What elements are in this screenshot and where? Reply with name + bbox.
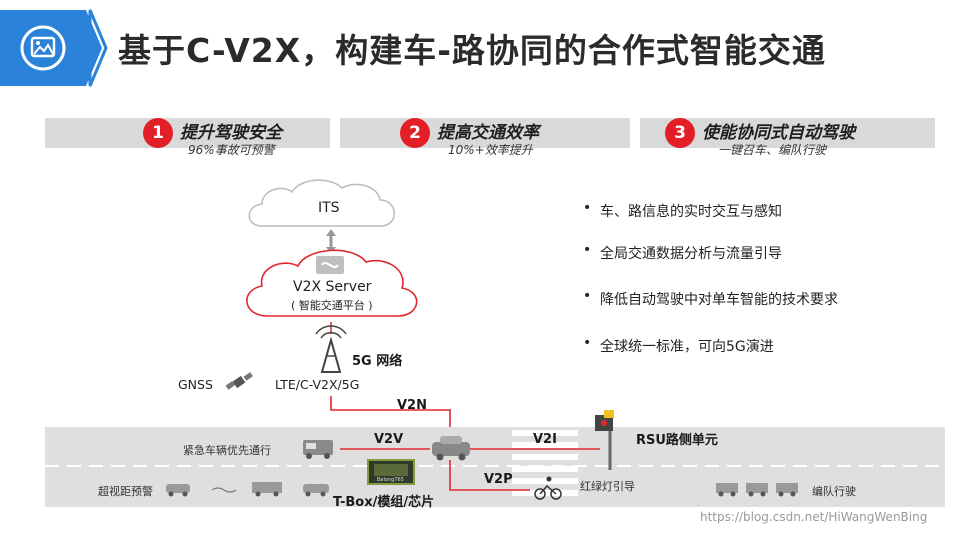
platoon-driving-label: 编队行驶: [812, 483, 856, 499]
bullet-dot-4: •: [583, 335, 591, 351]
v2x-server-label: V2X Server: [293, 279, 371, 295]
v2n-label: V2N: [397, 398, 427, 413]
traffic-light-guidance-label: 红绿灯引导: [580, 478, 635, 494]
lte-label: LTE/C-V2X/5G: [275, 377, 359, 392]
rsu-label: RSU路侧单元: [636, 429, 718, 448]
v2x-server-sublabel: ( 智能交通平台 ): [291, 297, 373, 313]
gnss-label: GNSS: [178, 377, 213, 392]
emergency-priority-label: 紧急车辆优先通行: [183, 442, 271, 458]
bullet-4: 全球统一标准，可向5G演进: [600, 336, 774, 356]
bullet-2: 全局交通数据分析与流量引导: [600, 243, 782, 263]
bullet-3: 降低自动驾驶中对单车智能的技术要求: [600, 289, 838, 309]
bullet-dot-3: •: [583, 288, 591, 304]
bullet-dot-2: •: [583, 242, 591, 258]
satellite-icon: [226, 372, 253, 390]
network-label: 5G 网络: [352, 350, 402, 369]
watermark-text: https://blog.csdn.net/HiWangWenBing: [700, 510, 927, 524]
v2v-label: V2V: [374, 432, 403, 447]
tbox-label: T-Box/模组/芯片: [333, 491, 434, 510]
bullet-dot-1: •: [583, 200, 591, 216]
beyond-sight-warning-label: 超视距预警: [98, 483, 153, 499]
chip-text: Balong765: [377, 477, 404, 483]
bullet-1: 车、路信息的实时交互与感知: [600, 201, 782, 221]
v2i-label: V2I: [533, 432, 557, 447]
v2p-label: V2P: [484, 472, 513, 487]
cell-tower-icon: [316, 322, 346, 372]
its-label: ITS: [318, 200, 340, 216]
